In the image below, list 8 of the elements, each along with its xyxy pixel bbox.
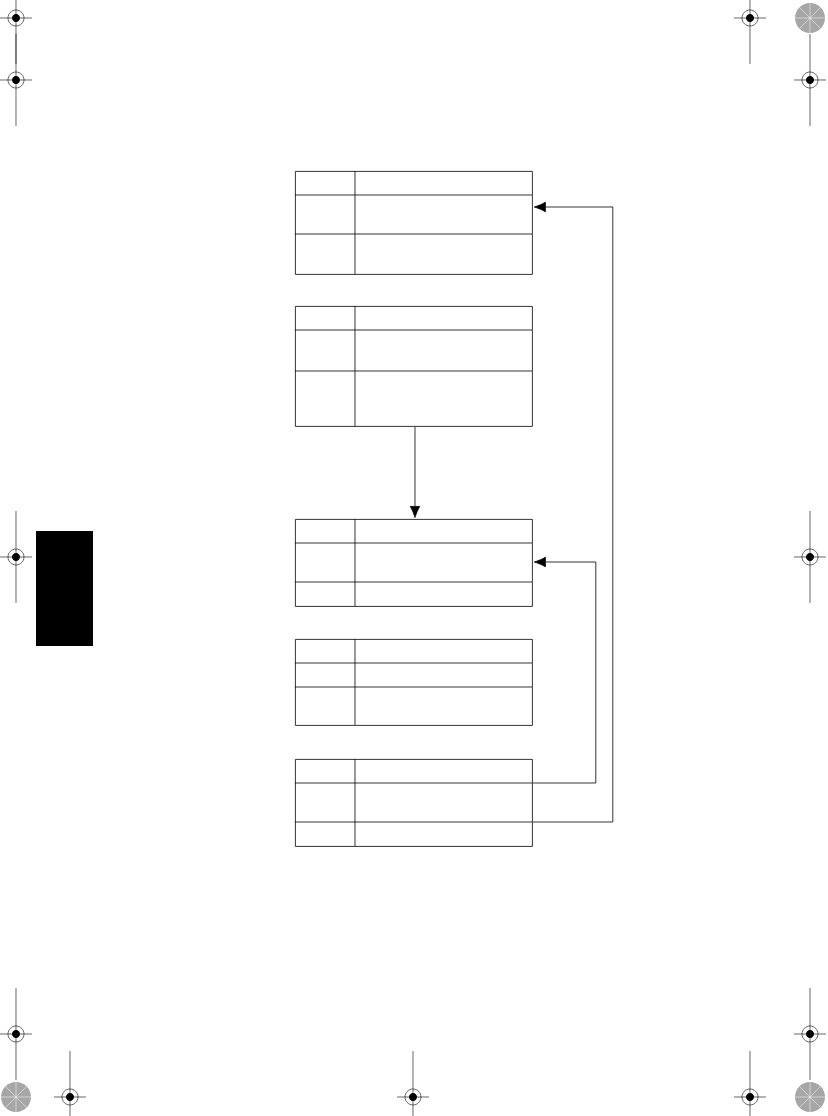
table	[294, 638, 533, 726]
arrow	[532, 556, 597, 784]
table	[294, 305, 533, 427]
arrow	[532, 201, 614, 823]
table	[294, 758, 533, 847]
table	[294, 170, 533, 275]
arrow	[409, 426, 421, 518]
table	[294, 518, 533, 607]
